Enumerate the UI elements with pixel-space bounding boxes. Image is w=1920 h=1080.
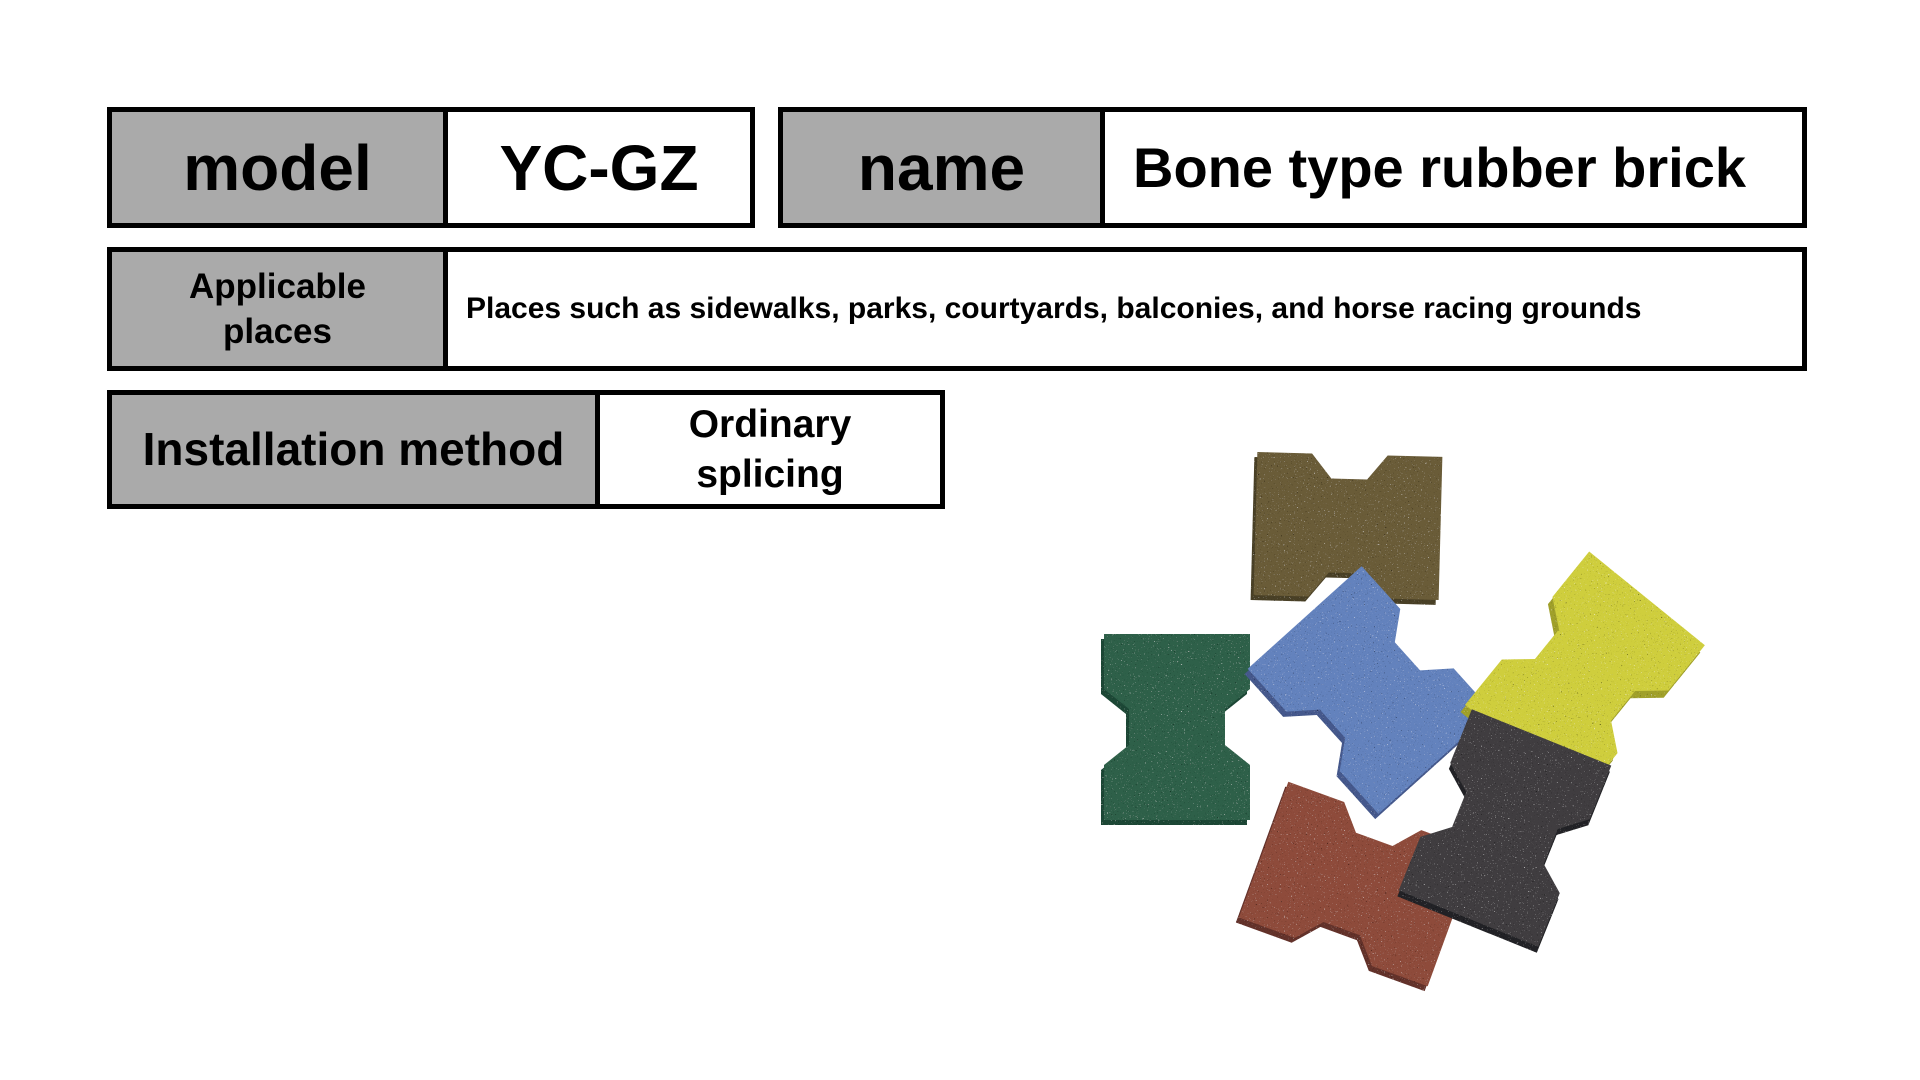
model-value: YC-GZ xyxy=(499,131,699,204)
model-value-cell: YC-GZ xyxy=(448,112,750,223)
product-photo xyxy=(1101,452,1705,992)
installation-method-table: Installation method Ordinary splicing xyxy=(107,390,945,509)
name-label: name xyxy=(857,131,1026,204)
name-value-cell: Bone type rubber brick xyxy=(1105,112,1802,223)
model-label-cell: model xyxy=(112,112,448,223)
name-label-cell: name xyxy=(783,112,1105,223)
applicable-places-label-cell: Applicable places xyxy=(112,252,448,366)
model-label: model xyxy=(183,131,372,204)
installation-method-label-cell: Installation method xyxy=(112,395,600,504)
applicable-places-table: Applicable places Places such as sidewal… xyxy=(107,247,1807,371)
installation-method-value-cell: Ordinary splicing xyxy=(600,395,940,504)
installation-method-label: Installation method xyxy=(142,422,565,475)
name-table: name Bone type rubber brick xyxy=(778,107,1807,228)
brick-green xyxy=(1101,634,1250,825)
model-table: model YC-GZ xyxy=(107,107,755,228)
applicable-places-label: Applicable places xyxy=(189,266,366,352)
brick-cluster xyxy=(1101,452,1705,992)
name-value: Bone type rubber brick xyxy=(1133,135,1747,199)
installation-method-value: Ordinary splicing xyxy=(688,402,852,496)
applicable-places-value-cell: Places such as sidewalks, parks, courtya… xyxy=(448,252,1802,366)
applicable-places-value: Places such as sidewalks, parks, courtya… xyxy=(466,292,1642,326)
